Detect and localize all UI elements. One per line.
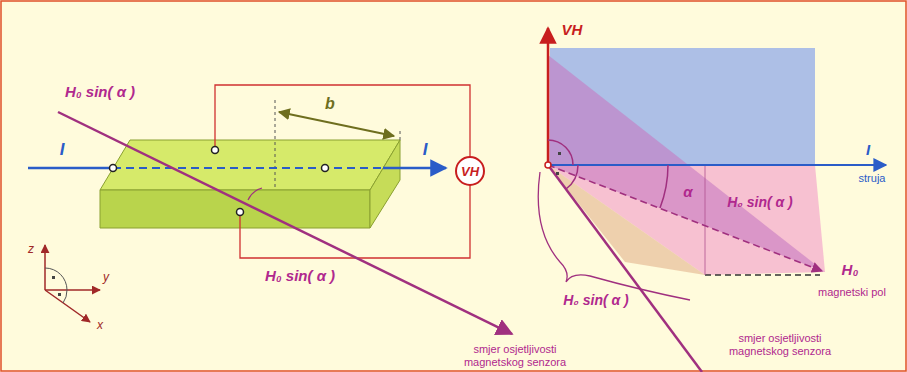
y-axis	[45, 289, 100, 291]
plane	[548, 55, 825, 272]
current-arrow	[383, 167, 446, 170]
projection-line	[705, 274, 820, 275]
wire	[215, 85, 470, 160]
current-label: I	[60, 140, 65, 160]
axis-label: VH	[562, 21, 583, 38]
vector-note: magnetski pol	[818, 286, 886, 299]
brace	[538, 172, 690, 300]
angle-dot	[556, 172, 559, 175]
field-label: H₀ sin( α )	[265, 267, 335, 284]
plate-side	[370, 140, 400, 228]
current-axis	[548, 164, 886, 166]
wire	[240, 182, 470, 258]
voltmeter-label: VH	[461, 164, 479, 179]
angle-dot	[58, 293, 61, 296]
sensitivity-axis	[548, 165, 702, 372]
contact	[212, 147, 219, 154]
field-vector	[548, 165, 822, 271]
vh-axis	[547, 28, 550, 165]
current-label: I	[423, 140, 428, 160]
field-label: H₀ sin( α )	[563, 292, 629, 308]
axis-label: struja	[859, 172, 886, 185]
dimension-label: b	[325, 95, 335, 113]
plate-top	[100, 140, 400, 190]
vector-label: H₀	[842, 261, 859, 278]
field-label: H₀ sin( α )	[727, 194, 793, 210]
dimension-guide	[275, 100, 276, 190]
angle-dot	[52, 276, 55, 279]
dimension-guide	[400, 128, 401, 140]
contact	[237, 209, 244, 216]
contact	[110, 165, 117, 172]
voltmeter-circle: VH	[455, 156, 485, 186]
x-axis	[45, 290, 90, 322]
angle-arc	[566, 165, 578, 189]
current-path	[113, 167, 383, 169]
contact	[322, 165, 329, 172]
plate-front	[100, 190, 370, 228]
dimension-arrow	[279, 112, 394, 136]
angle-arc	[548, 140, 573, 165]
current-arrow	[28, 167, 113, 170]
contacts	[110, 147, 329, 216]
axis-label: z	[28, 243, 34, 257]
projection-line	[705, 165, 706, 275]
axis-label: x	[97, 319, 103, 333]
direction-note: smjer osjetljivosti magnetskog senzora	[721, 332, 839, 357]
axis-label: I	[866, 141, 870, 158]
angle-dot	[558, 152, 561, 155]
angle-label: α	[683, 183, 692, 200]
angle-arc	[45, 268, 67, 290]
angle-arc	[248, 188, 262, 200]
angle-arc	[660, 165, 668, 208]
sensitivity-axis	[58, 112, 512, 334]
axis-label: y	[103, 271, 109, 285]
origin	[545, 162, 551, 168]
direction-note: smjer osjetljivosti magnetskog senzora	[456, 343, 574, 368]
angle-arc	[63, 290, 67, 303]
field-label: H₀ sin( α )	[65, 83, 135, 100]
